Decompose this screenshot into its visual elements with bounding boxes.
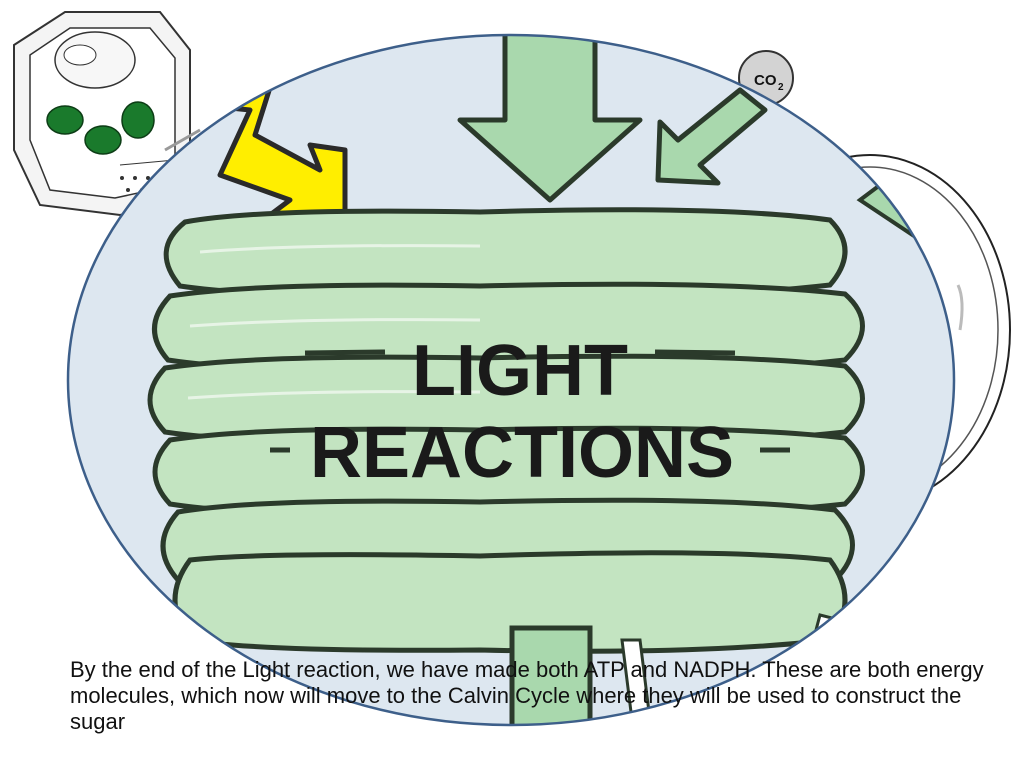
chloroplast-icon	[84, 125, 122, 155]
co2-label: CO	[754, 72, 777, 89]
plant-cell-icon	[13, 11, 201, 217]
chloroplast-icon	[46, 105, 84, 135]
light-reactions-line2: REACTIONS	[310, 413, 734, 493]
caption-text: By the end of the Light reaction, we hav…	[70, 657, 984, 734]
zoom-circle-outline	[66, 33, 956, 727]
light-reactions-label: LIGHT REACTIONS	[270, 331, 790, 493]
ring-detail	[956, 284, 964, 331]
co2-input-arrow	[655, 87, 768, 186]
chloroplast-icon	[121, 101, 155, 139]
light-reactions-line1: LIGHT	[412, 331, 628, 411]
co2-subscript: 2	[778, 82, 784, 93]
